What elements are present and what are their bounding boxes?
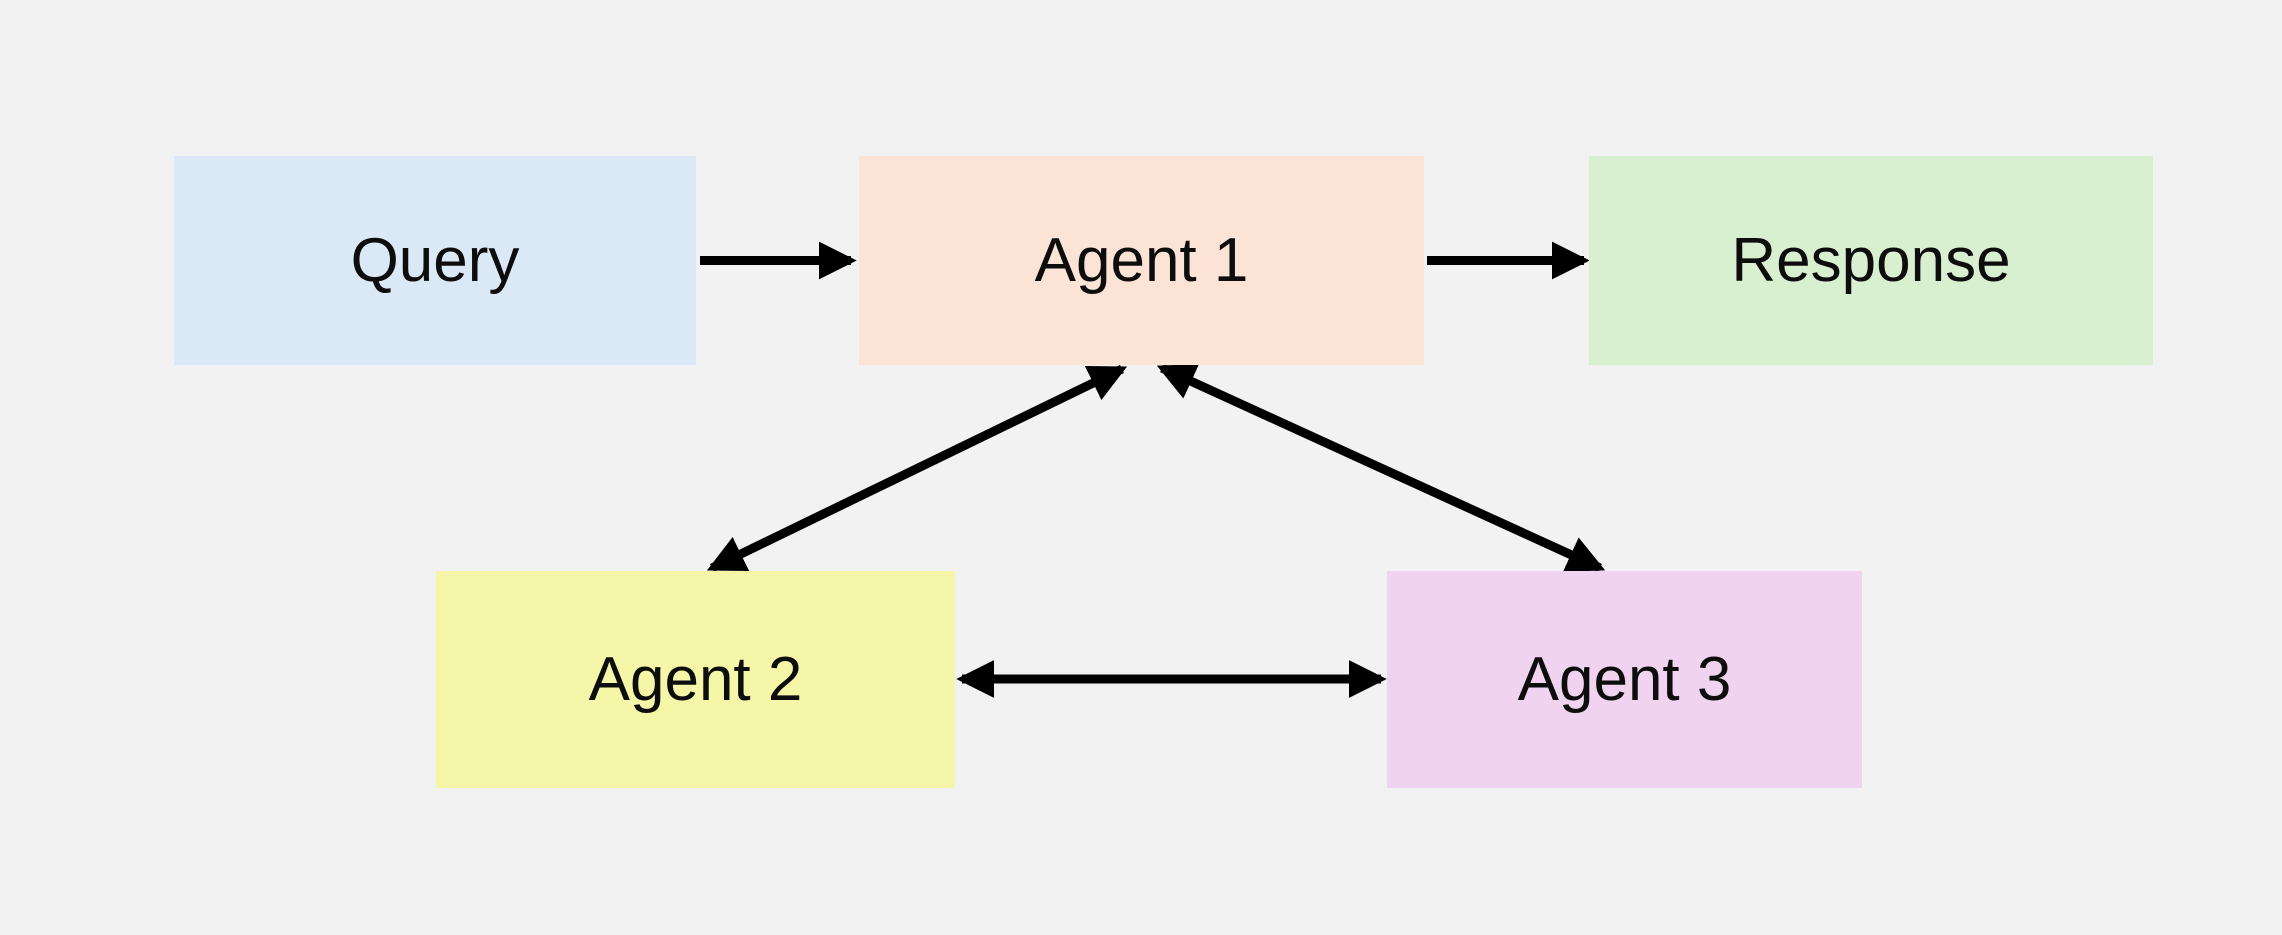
- node-agent1-label: Agent 1: [1034, 225, 1249, 295]
- node-query-label: Query: [350, 225, 520, 295]
- node-agent3-label: Agent 3: [1517, 644, 1732, 714]
- node-agent3: Agent 3: [1387, 571, 1862, 788]
- node-response-label: Response: [1731, 225, 2011, 295]
- edge-agent1-agent2-bidirectional-arrow: [706, 364, 1128, 573]
- edge-agent1-agent3-bidirectional-arrow: [1156, 363, 1606, 573]
- node-agent2-label: Agent 2: [588, 644, 803, 714]
- node-agent2: Agent 2: [436, 571, 955, 788]
- node-query: Query: [174, 156, 696, 365]
- node-response: Response: [1589, 156, 2153, 365]
- node-agent1: Agent 1: [859, 156, 1424, 365]
